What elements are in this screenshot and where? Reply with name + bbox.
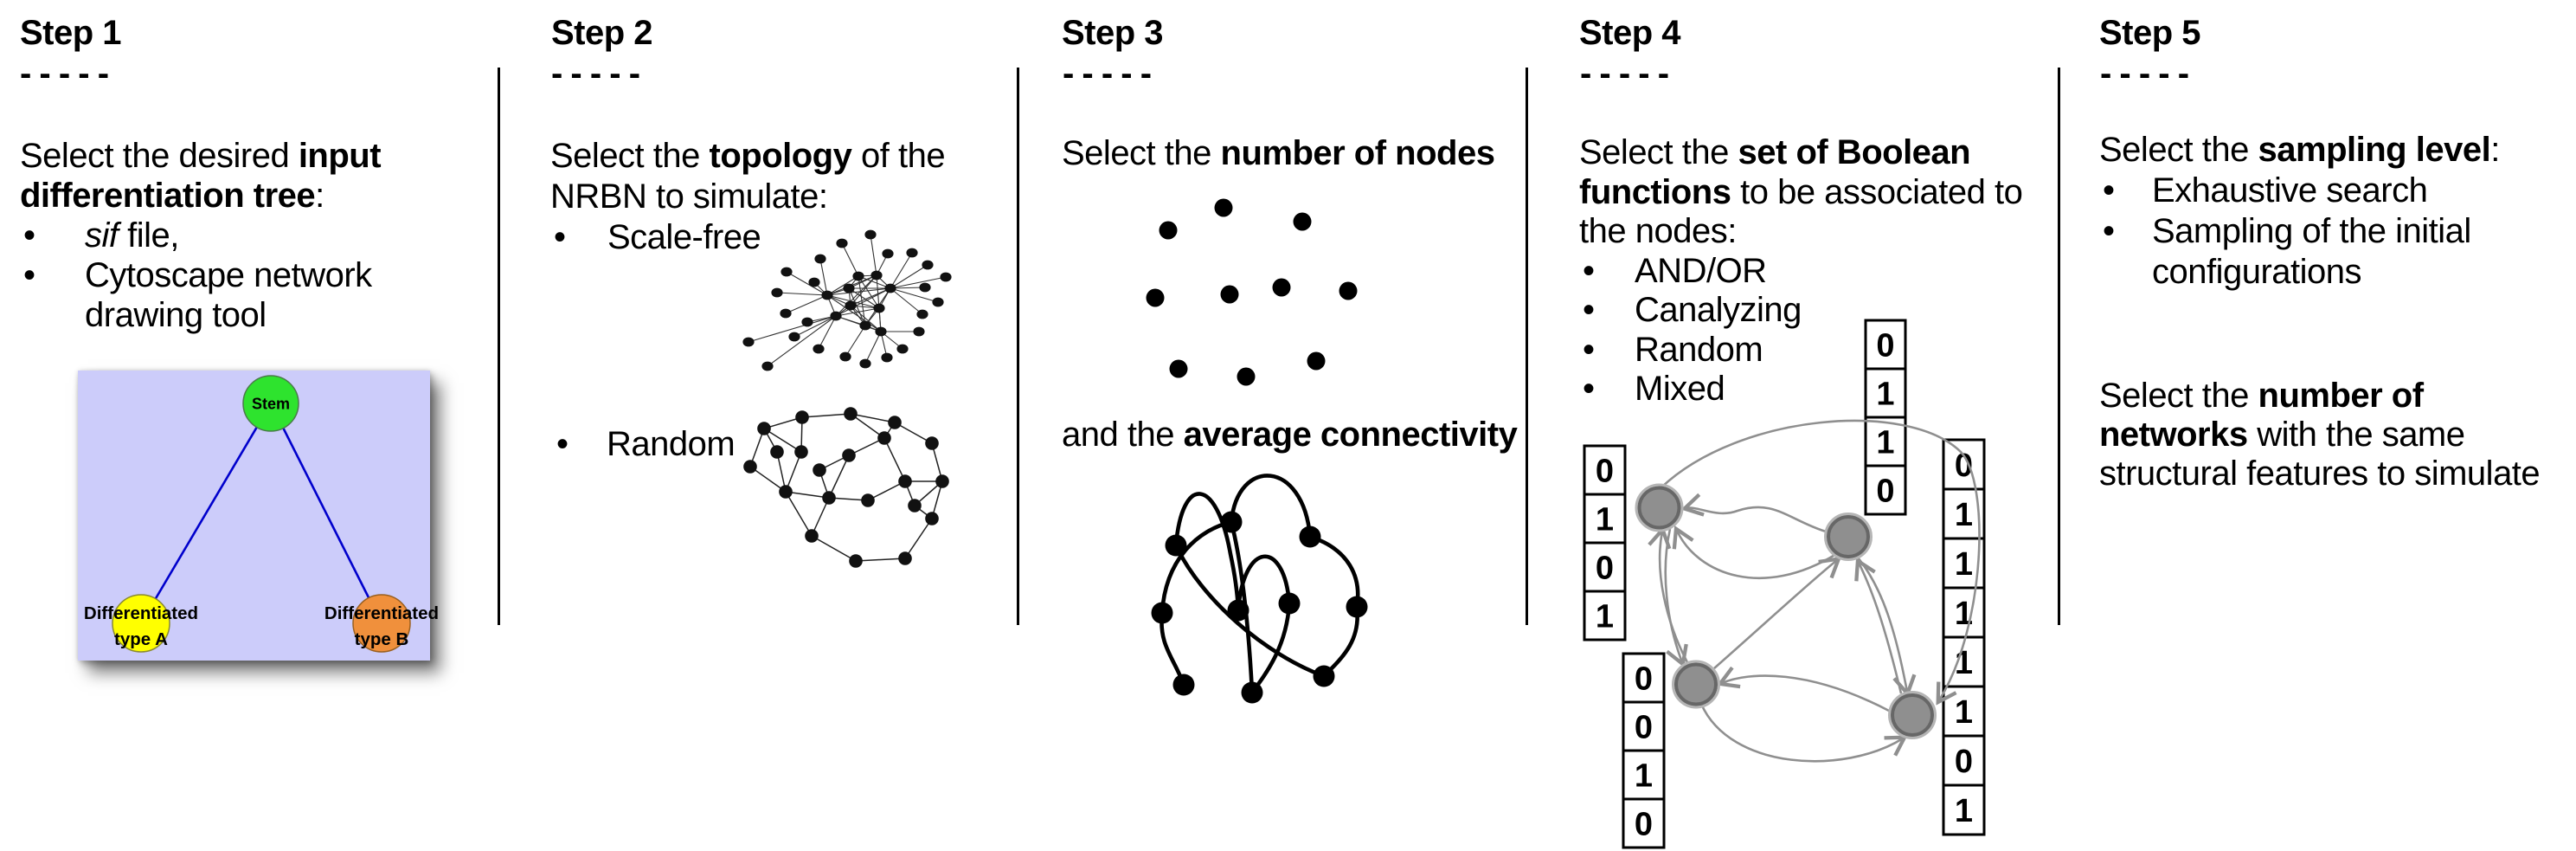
svg-text:type A: type A: [114, 629, 168, 649]
svg-text:0: 0: [1955, 744, 1973, 780]
svg-text:1: 1: [1955, 793, 1973, 829]
svg-text:Differentiated: Differentiated: [324, 603, 439, 623]
svg-text:0: 0: [1955, 448, 1973, 484]
svg-text:type B: type B: [355, 629, 409, 649]
svg-text:0: 0: [1876, 474, 1894, 510]
svg-text:0: 0: [1596, 551, 1614, 587]
svg-text:Differentiated: Differentiated: [84, 603, 198, 623]
svg-text:1: 1: [1955, 497, 1973, 533]
svg-text:1: 1: [1876, 425, 1894, 461]
svg-text:1: 1: [1955, 546, 1973, 583]
svg-text:Stem: Stem: [252, 396, 290, 413]
svg-text:0: 0: [1596, 454, 1614, 490]
svg-text:0: 0: [1635, 710, 1653, 746]
svg-text:0: 0: [1876, 328, 1894, 364]
svg-text:1: 1: [1596, 599, 1614, 635]
svg-text:1: 1: [1955, 694, 1973, 731]
svg-text:0: 0: [1635, 661, 1653, 698]
svg-text:0: 0: [1635, 807, 1653, 843]
svg-text:1: 1: [1876, 377, 1894, 413]
svg-text:1: 1: [1596, 502, 1614, 538]
svg-text:1: 1: [1635, 758, 1653, 795]
